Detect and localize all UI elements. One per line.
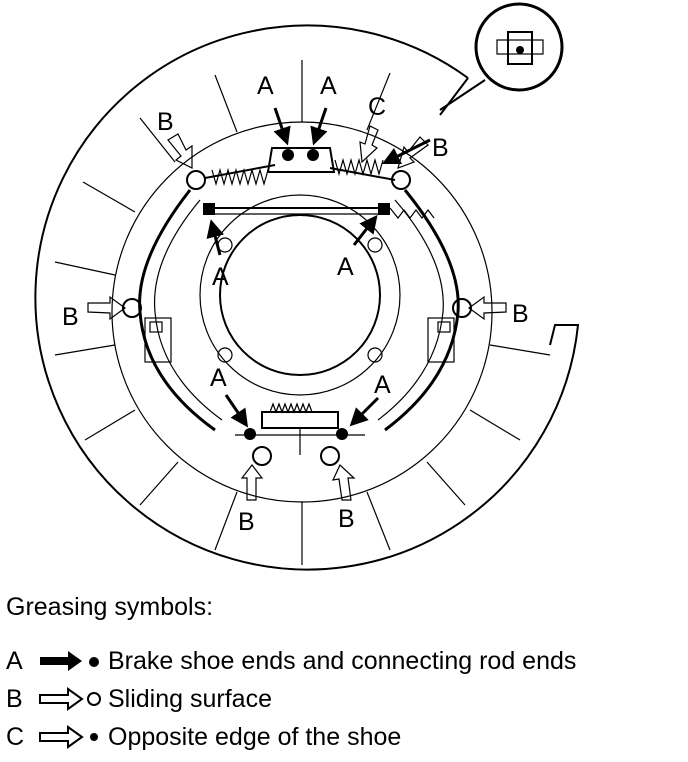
hollow-arrow-dot-icon: [39, 725, 98, 749]
label-a-rod-right: A: [337, 253, 354, 281]
arrow-a-top-left: [273, 107, 291, 146]
legend-row-a: A Brake shoe ends and connecting rod end…: [6, 646, 576, 676]
detail-inset: [439, 2, 564, 111]
label-b-right: B: [512, 300, 529, 328]
arrow-b-left: [87, 295, 127, 321]
arrow-c-top: [359, 125, 379, 164]
backing-plate: [34, 24, 580, 571]
brake-shoes: [138, 189, 460, 432]
arrow-a-rod-left: [206, 219, 224, 256]
arrow-a-bottom-right: [349, 396, 380, 427]
arrow-b-bottom-right: [331, 463, 356, 501]
legend-row-b: B Sliding surface: [6, 684, 272, 714]
label-a-top-left: A: [257, 72, 274, 100]
hollow-arrow-circle-icon: [39, 687, 101, 711]
brake-assembly-diagram: A A C B B A A B B A A B B: [34, 2, 580, 571]
label-b-top-left: B: [157, 108, 174, 136]
grease-arrows-b: [87, 125, 507, 501]
label-c-top: C: [368, 93, 386, 121]
arrow-b-top-left: [167, 133, 193, 169]
callout-labels: A A C B B A A B B A A B B: [62, 72, 529, 536]
legend-letter-b: B: [6, 684, 23, 713]
arrow-a-top-right: [310, 107, 328, 146]
lower-adjuster: [122, 298, 472, 466]
arrow-a-rod-right: [352, 214, 378, 246]
legend-letter-c: C: [6, 722, 25, 751]
upper-springs: [186, 147, 411, 190]
solid-arrow-dot-icon: [40, 651, 99, 671]
label-a-top-right: A: [320, 72, 337, 100]
legend-title: Greasing symbols:: [6, 593, 214, 621]
arrow-b-right: [467, 295, 507, 321]
label-b-bottom-right: B: [338, 505, 355, 533]
legend-row-c: C Opposite edge of the shoe: [6, 722, 401, 752]
label-a-rod-left: A: [212, 263, 229, 291]
arrow-a-bottom-left: [224, 394, 249, 428]
legend-text-b: Sliding surface: [108, 684, 272, 713]
arrow-b-top-right: [397, 136, 429, 169]
grease-arrows-a: [206, 107, 431, 428]
legend-text-a: Brake shoe ends and connecting rod ends: [108, 646, 577, 675]
legend-text-c: Opposite edge of the shoe: [108, 722, 402, 751]
label-b-left: B: [62, 303, 79, 331]
legend-letter-a: A: [6, 646, 23, 675]
arrow-b-bottom-left: [240, 464, 264, 501]
label-b-top-right: B: [432, 134, 449, 162]
label-b-bottom-left: B: [238, 508, 255, 536]
label-a-bottom-right: A: [374, 371, 391, 399]
connecting-rod: [203, 203, 435, 219]
label-a-bottom-left: A: [210, 364, 227, 392]
